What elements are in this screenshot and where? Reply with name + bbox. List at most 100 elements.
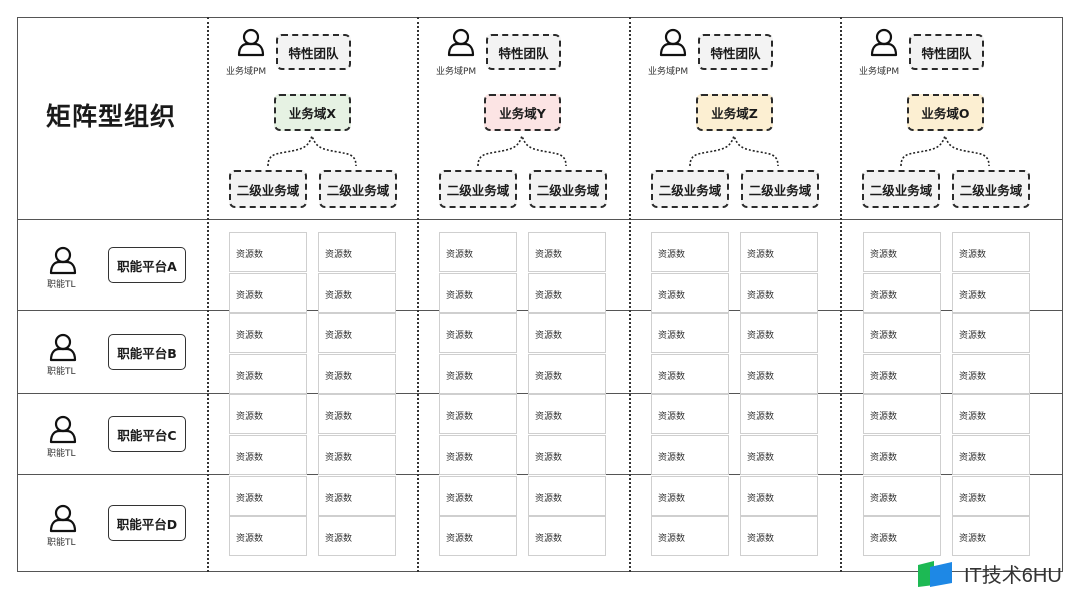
resource-cell: 资源数 (528, 516, 606, 557)
person-icon (446, 27, 476, 57)
resource-cell: 资源数 (863, 313, 941, 354)
resource-cell: 资源数 (528, 394, 606, 435)
person-icon (869, 27, 899, 57)
resource-cell: 资源数 (740, 232, 818, 272)
resource-cell: 资源数 (740, 272, 818, 313)
book-logo-icon (918, 560, 952, 587)
resource-cell: 资源数 (439, 435, 517, 475)
resource-cell: 资源数 (863, 272, 941, 313)
column-divider (629, 17, 631, 572)
resource-cell: 资源数 (528, 232, 606, 272)
resource-cell: 资源数 (651, 516, 729, 557)
resource-cell: 资源数 (740, 475, 818, 516)
resource-cell: 资源数 (318, 516, 396, 557)
platform-box: 职能平台C (108, 416, 186, 452)
team-box: 特性团队 (698, 34, 773, 70)
sub-domain-box: 二级业务域 (439, 170, 517, 208)
team-box: 特性团队 (276, 34, 351, 70)
tl-label: 职能TL (47, 449, 76, 459)
resource-cell: 资源数 (863, 232, 941, 272)
domain-box: 业务域Z (696, 94, 773, 131)
column-divider (417, 17, 419, 572)
resource-cell: 资源数 (439, 232, 517, 272)
resource-cell: 资源数 (952, 394, 1030, 435)
resource-cell: 资源数 (318, 353, 396, 394)
resource-cell: 资源数 (952, 232, 1030, 272)
pm-label: 业务域PM (226, 67, 267, 77)
column-divider (840, 17, 842, 572)
platform-box: 职能平台D (108, 505, 186, 541)
resource-cell: 资源数 (528, 475, 606, 516)
resource-cell: 资源数 (439, 353, 517, 394)
resource-cell: 资源数 (740, 516, 818, 557)
person-icon (48, 414, 78, 444)
sub-domain-box: 二级业务域 (952, 170, 1030, 208)
person-icon (48, 503, 78, 533)
resource-cell: 资源数 (318, 394, 396, 435)
resource-cell: 资源数 (318, 435, 396, 475)
sub-domain-box: 二级业务域 (741, 170, 819, 208)
sub-domain-box: 二级业务域 (862, 170, 940, 208)
resource-cell: 资源数 (952, 353, 1030, 394)
resource-cell: 资源数 (952, 313, 1030, 354)
platform-box: 职能平台A (108, 247, 186, 283)
resource-cell: 资源数 (528, 313, 606, 354)
matrix-frame (17, 17, 1063, 572)
resource-cell: 资源数 (528, 272, 606, 313)
resource-cell: 资源数 (952, 272, 1030, 313)
person-icon (236, 27, 266, 57)
resource-cell: 资源数 (651, 313, 729, 354)
resource-cell: 资源数 (439, 475, 517, 516)
domain-box: 业务域O (907, 94, 984, 131)
resource-cell: 资源数 (952, 516, 1030, 557)
person-icon (48, 245, 78, 275)
resource-cell: 资源数 (318, 232, 396, 272)
resource-cell: 资源数 (863, 475, 941, 516)
team-box: 特性团队 (909, 34, 984, 70)
sub-domain-box: 二级业务域 (229, 170, 307, 208)
watermark-text: IT技术6HU (964, 565, 1062, 587)
resource-cell: 资源数 (439, 516, 517, 557)
person-icon (658, 27, 688, 57)
connector-brace (897, 132, 993, 172)
connector-brace (686, 132, 782, 172)
resource-cell: 资源数 (229, 475, 307, 516)
resource-cell: 资源数 (651, 353, 729, 394)
domain-box: 业务域X (274, 94, 351, 131)
resource-cell: 资源数 (740, 394, 818, 435)
resource-cell: 资源数 (863, 516, 941, 557)
watermark: IT技术6HU (916, 556, 1080, 591)
resource-cell: 资源数 (863, 394, 941, 435)
resource-cell: 资源数 (651, 435, 729, 475)
resource-cell: 资源数 (740, 353, 818, 394)
resource-cell: 资源数 (229, 353, 307, 394)
resource-cell: 资源数 (318, 475, 396, 516)
resource-cell: 资源数 (528, 435, 606, 475)
resource-cell: 资源数 (952, 435, 1030, 475)
page-title: 矩阵型组织 (46, 102, 177, 131)
resource-cell: 资源数 (740, 313, 818, 354)
tl-label: 职能TL (47, 280, 76, 290)
tl-label: 职能TL (47, 367, 76, 377)
resource-cell: 资源数 (439, 394, 517, 435)
resource-cell: 资源数 (229, 232, 307, 272)
resource-cell: 资源数 (229, 394, 307, 435)
resource-cell: 资源数 (229, 435, 307, 475)
sub-domain-box: 二级业务域 (651, 170, 729, 208)
resource-cell: 资源数 (318, 272, 396, 313)
resource-cell: 资源数 (229, 516, 307, 557)
resource-cell: 资源数 (528, 353, 606, 394)
team-box: 特性团队 (486, 34, 561, 70)
sub-domain-box: 二级业务域 (319, 170, 397, 208)
resource-cell: 资源数 (952, 475, 1030, 516)
domain-box: 业务域Y (484, 94, 561, 131)
resource-cell: 资源数 (318, 313, 396, 354)
person-icon (48, 332, 78, 362)
column-divider (207, 17, 209, 572)
resource-cell: 资源数 (740, 435, 818, 475)
header-divider (17, 219, 1063, 220)
platform-box: 职能平台B (108, 334, 186, 370)
connector-brace (264, 132, 360, 172)
sub-domain-box: 二级业务域 (529, 170, 607, 208)
pm-label: 业务域PM (859, 67, 900, 77)
